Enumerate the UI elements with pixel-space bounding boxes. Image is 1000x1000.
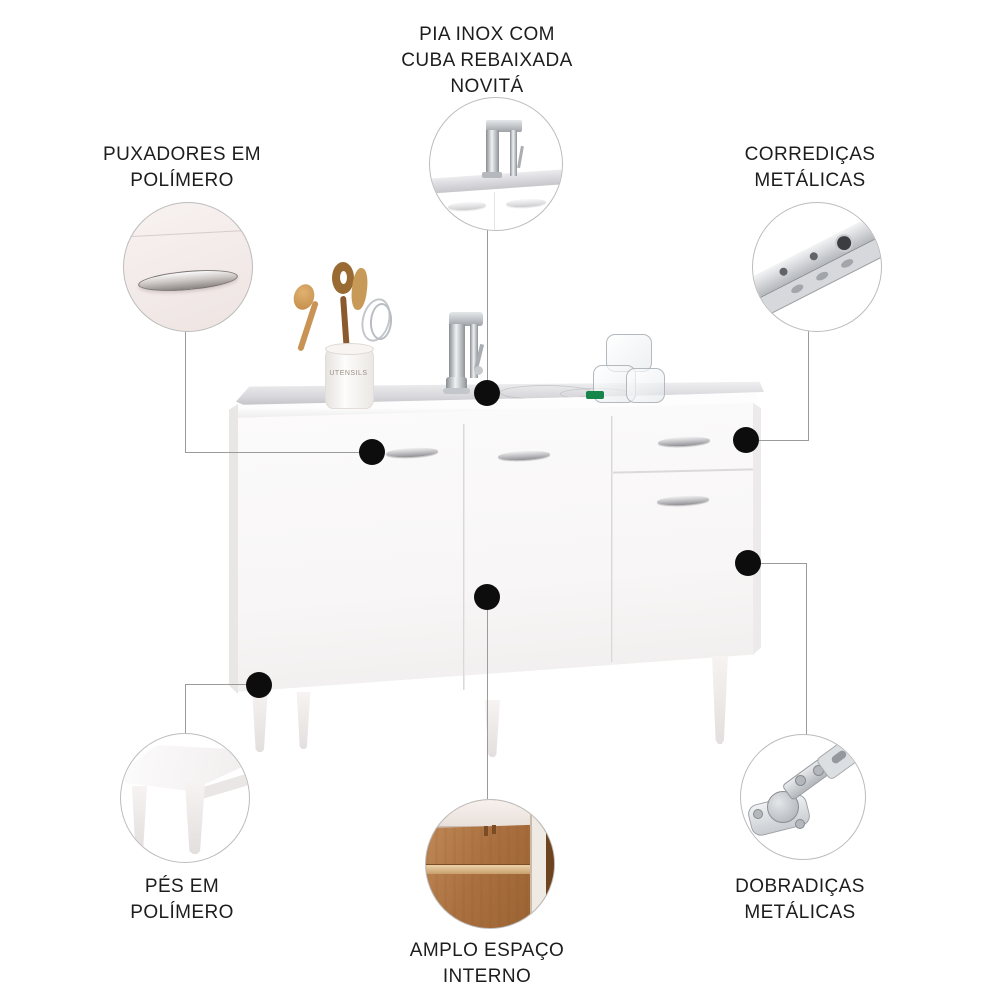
inset-faucet-lever	[517, 145, 524, 169]
inset-door-top-edge	[124, 229, 252, 238]
inset-slide-group	[753, 203, 881, 331]
label-sink-top: PIA INOX COM CUBA REBAIXADA NOVITÁ	[337, 22, 637, 100]
drawer-peg	[492, 825, 496, 834]
inset-shelf-edge	[426, 864, 536, 874]
door-gap-left	[463, 424, 465, 690]
dot-feet	[246, 672, 272, 698]
inset-polymer-handle	[137, 266, 239, 295]
inset-hinge-closeup	[740, 734, 866, 860]
inset-slide-closeup	[752, 202, 882, 332]
dot-drawer-slide	[733, 427, 759, 453]
cabinet-front	[237, 402, 754, 692]
inset-side-panel	[530, 806, 546, 928]
spoon-slot-hole	[340, 271, 347, 284]
connector-handles-v	[185, 330, 186, 452]
cabinet-leg-back-left	[296, 692, 311, 749]
faucet-outlet-pipe	[470, 324, 478, 378]
label-line: NOVITÁ	[450, 76, 524, 97]
hinge-screw	[753, 809, 763, 819]
hinge-screw	[795, 819, 805, 829]
connector-interior	[487, 597, 488, 799]
cabinet-leg-center	[484, 700, 501, 757]
utensil-crock	[325, 347, 374, 409]
connector-feet-h	[185, 684, 259, 685]
sponge	[586, 391, 604, 399]
faucet-lever-knob	[474, 366, 483, 375]
faucet-base	[446, 377, 467, 391]
hinge-screw	[795, 775, 806, 786]
cabinet-leg-right	[712, 656, 728, 744]
dot-sink-top	[474, 380, 500, 406]
label-hinges: DOBRADIÇAS METÁLICAS	[670, 874, 930, 926]
label-line: METÁLICAS	[744, 902, 856, 923]
inset-door-handle	[447, 201, 487, 211]
faucet-spout-bar	[449, 312, 483, 326]
label-line: PÉS EM	[144, 876, 220, 897]
connector-slides-v	[808, 330, 809, 440]
cabinet-leg-front-left	[252, 688, 268, 752]
door-gap-right	[611, 416, 613, 662]
connector-sink-top	[487, 229, 488, 393]
cabinet-left-side	[229, 404, 238, 694]
label-interior: AMPLO ESPAÇO INTERNO	[337, 938, 637, 990]
label-line: PUXADORES EM	[103, 144, 261, 165]
inset-polymer-foot-center	[184, 782, 206, 854]
connector-hinges-v	[806, 563, 807, 735]
inset-faucet-base	[482, 172, 502, 178]
inset-faucet-body	[486, 130, 499, 176]
dot-interior	[474, 584, 500, 610]
inset-side-dark-gap	[546, 806, 554, 928]
inset-interior-closeup	[425, 799, 555, 929]
inset-faucet-spout-bar	[486, 120, 522, 132]
label-handles: PUXADORES EM POLÍMERO	[52, 142, 312, 194]
hinge-cup	[767, 791, 799, 823]
inset-handle-closeup	[123, 202, 253, 332]
label-line: AMPLO ESPAÇO	[409, 940, 565, 961]
label-slides: CORREDIÇAS METÁLICAS	[680, 142, 940, 194]
dot-hinge	[735, 550, 761, 576]
inset-faucet-closeup	[429, 97, 563, 231]
label-line: METÁLICAS	[754, 170, 866, 191]
dot-handle	[359, 439, 385, 465]
inset-faucet-outlet	[510, 130, 517, 176]
whisk-loop-inner	[368, 302, 394, 341]
label-line: PIA INOX COM	[419, 24, 555, 45]
label-line: DOBRADIÇAS	[735, 876, 865, 897]
inset-polymer-foot-left	[131, 786, 148, 850]
faucet-base-plate	[443, 388, 470, 394]
drawer-peg	[484, 826, 488, 836]
utensil-crock-label: UTENSILS	[329, 370, 368, 377]
drinking-glass-right	[626, 368, 665, 403]
label-feet: PÉS EM POLÍMERO	[52, 874, 312, 926]
label-line: INTERNO	[442, 966, 532, 987]
connector-handles-h	[185, 452, 372, 453]
inset-door-gap	[494, 192, 495, 230]
faucet-body	[449, 324, 465, 380]
connector-feet-v	[185, 684, 186, 733]
inset-door-handle	[505, 197, 547, 209]
label-line: POLÍMERO	[130, 902, 234, 923]
label-line: CORREDIÇAS	[744, 144, 876, 165]
label-line: CUBA REBAIXADA	[401, 50, 573, 71]
cabinet-right-side	[753, 403, 761, 655]
inset-feet-closeup	[120, 733, 250, 863]
inset-drawer-bottom	[434, 800, 540, 828]
label-line: POLÍMERO	[130, 170, 234, 191]
connector-hinges-h	[748, 563, 807, 564]
utensil-crock-rim	[325, 343, 374, 355]
connector-slides-h	[746, 440, 809, 441]
